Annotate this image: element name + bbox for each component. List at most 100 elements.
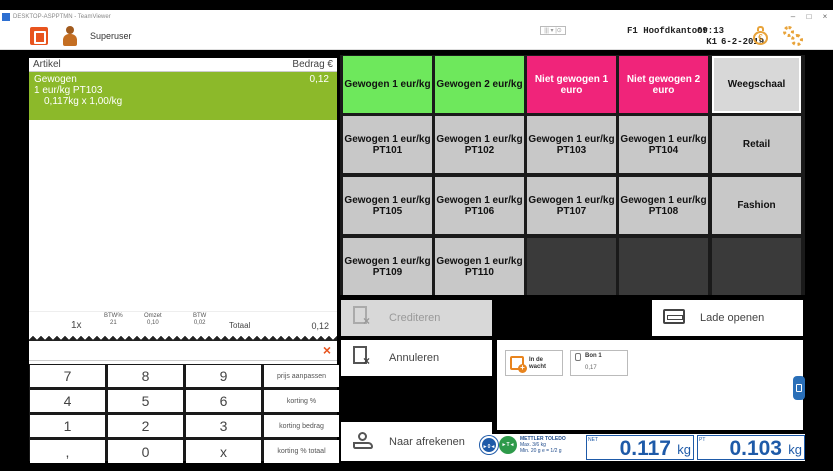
amount-input[interactable]: [29, 341, 309, 360]
moneybag-icon[interactable]: €: [752, 26, 769, 46]
btw-pct-col: BTW%21: [104, 313, 123, 326]
user-avatar-icon[interactable]: [63, 26, 77, 46]
location-name: F1 Hoofdkantoor: [627, 26, 709, 36]
checkout-label: Naar afrekenen: [389, 435, 465, 448]
product-tile[interactable]: Gewogen 2 eur/kg: [435, 56, 524, 113]
cancel-receipt-icon: [353, 346, 370, 366]
credit-label: Crediteren: [389, 312, 441, 324]
product-tile[interactable]: Gewogen 1 eur/kg PT103: [527, 116, 616, 173]
tare-indicator-icon[interactable]: ►T◄: [499, 436, 517, 454]
location-info: F1 Hoofdkantoor: [627, 26, 708, 37]
maximize-icon[interactable]: □: [806, 12, 812, 21]
product-tile[interactable]: Gewogen 1 eur/kg PT104: [619, 116, 708, 173]
col-amount: Bedrag €: [292, 59, 333, 70]
park-box-icon: [510, 356, 524, 370]
credit-note-icon: [353, 306, 370, 326]
bon-value: 0,17: [585, 365, 597, 371]
key-9[interactable]: 9: [186, 365, 261, 387]
date: 6-2-2019: [721, 37, 765, 47]
open-drawer-button[interactable]: Lade openen: [652, 300, 803, 336]
parked-ticket-bon-1[interactable]: Bon 1 0,17: [570, 350, 628, 376]
key-2[interactable]: 2: [108, 415, 183, 437]
line-detail: 1 eur/kg PT103: [34, 85, 103, 96]
scale-info: METTLER TOLEDO Max. 3/6 kg Min. 20 g e =…: [520, 436, 566, 454]
product-tile[interactable]: Niet gewogen 2 euro: [619, 56, 708, 113]
col-article: Artikel: [33, 59, 61, 70]
ticket-line-selected[interactable]: Gewogen 1 eur/kg PT103 0,117kg x 1,00/kg…: [29, 72, 337, 120]
minimize-icon[interactable]: –: [790, 12, 796, 21]
username: Superuser: [90, 31, 132, 41]
scale-status: ►0◄ ►T◄: [480, 436, 517, 454]
key-6[interactable]: 6: [186, 390, 261, 412]
category-fashion[interactable]: Fashion: [712, 177, 801, 234]
item-count: 1x: [71, 320, 82, 331]
keyboard-indicator[interactable]: ||| ▾ |⊙: [540, 26, 566, 35]
price-adjust-button[interactable]: prijs aanpassen: [264, 365, 339, 387]
category-weegschaal[interactable]: Weegschaal: [712, 56, 801, 113]
app-logo-icon[interactable]: [30, 27, 48, 45]
key-multiply[interactable]: x: [186, 440, 261, 463]
teamviewer-icon: [2, 12, 10, 21]
key-0[interactable]: 0: [108, 440, 183, 463]
settings-gears-icon[interactable]: [782, 26, 804, 46]
product-tile[interactable]: Gewogen 1 eur/kg PT109: [343, 238, 432, 295]
discount-total-pct-button[interactable]: korting % totaal: [264, 440, 339, 463]
payment-hand-icon: [353, 431, 373, 450]
side-panel-handle[interactable]: [793, 376, 805, 400]
category-retail[interactable]: Retail: [712, 116, 801, 173]
product-tile[interactable]: Gewogen 1 eur/kg PT106: [435, 177, 524, 234]
product-tile[interactable]: Gewogen 1 eur/kg PT105: [343, 177, 432, 234]
net-weight-display: NET 0.117 kg: [586, 435, 694, 460]
discount-pct-button[interactable]: korting %: [264, 390, 339, 412]
window-titlebar: DESKTOP-ASPPTMN - TeamViewer – □ ×: [0, 10, 833, 23]
key-8[interactable]: 8: [108, 365, 183, 387]
window-title: DESKTOP-ASPPTMN - TeamViewer: [13, 13, 111, 20]
input-row: ×: [29, 341, 337, 361]
ticket-body[interactable]: [29, 120, 337, 311]
product-tile[interactable]: Gewogen 1 eur/kg PT110: [435, 238, 524, 295]
key-1[interactable]: 1: [30, 415, 105, 437]
net-weight-value: 0.117: [619, 437, 671, 460]
receipt-edge: [29, 335, 337, 341]
empty-tile: [619, 238, 708, 295]
bon-label: Bon 1: [585, 353, 602, 359]
key-comma[interactable]: ,: [30, 440, 105, 463]
key-5[interactable]: 5: [108, 390, 183, 412]
zero-indicator-icon[interactable]: ►0◄: [480, 436, 498, 454]
key-3[interactable]: 3: [186, 415, 261, 437]
line-qty: 0,117kg x 1,00/kg: [44, 96, 123, 107]
product-grid: Gewogen 1 eur/kg Gewogen 2 eur/kg Niet g…: [340, 55, 805, 295]
empty-tile: [712, 238, 801, 295]
key-7[interactable]: 7: [30, 365, 105, 387]
line-amount: 0,12: [309, 74, 329, 85]
discount-amount-button[interactable]: korting bedrag: [264, 415, 339, 437]
cancel-button[interactable]: Annuleren: [341, 340, 492, 376]
open-drawer-label: Lade openen: [700, 312, 765, 324]
close-icon[interactable]: ×: [822, 12, 828, 21]
product-tile[interactable]: Gewogen 1 eur/kg PT101: [343, 116, 432, 173]
preset-tare-display: PT 0.103 kg: [697, 435, 805, 460]
credit-button[interactable]: Crediteren: [341, 300, 492, 336]
cash-drawer-icon: [663, 309, 685, 324]
product-tile[interactable]: Gewogen 1 eur/kg PT107: [527, 177, 616, 234]
app-header: Superuser ||| ▾ |⊙ F1 Hoofdkantoor 09:13…: [0, 23, 833, 50]
register-id: K1: [706, 37, 717, 47]
ticket-header: Artikel Bedrag €: [29, 58, 337, 72]
clear-icon[interactable]: ×: [322, 342, 331, 358]
scale-display: ►0◄ ►T◄ METTLER TOLEDO Max. 3/6 kg Min. …: [478, 434, 805, 461]
key-4[interactable]: 4: [30, 390, 105, 412]
product-tile[interactable]: Gewogen 1 eur/kg PT102: [435, 116, 524, 173]
time: 09:13: [697, 26, 725, 36]
line-name: Gewogen: [34, 74, 77, 85]
ticket-panel: Artikel Bedrag € Gewogen 1 eur/kg PT103 …: [29, 58, 339, 463]
checkout-button[interactable]: Naar afrekenen: [341, 422, 492, 461]
product-tile[interactable]: Gewogen 1 eur/kg PT108: [619, 177, 708, 234]
product-tile[interactable]: Gewogen 1 eur/kg: [343, 56, 432, 113]
product-tile[interactable]: Niet gewogen 1 euro: [527, 56, 616, 113]
